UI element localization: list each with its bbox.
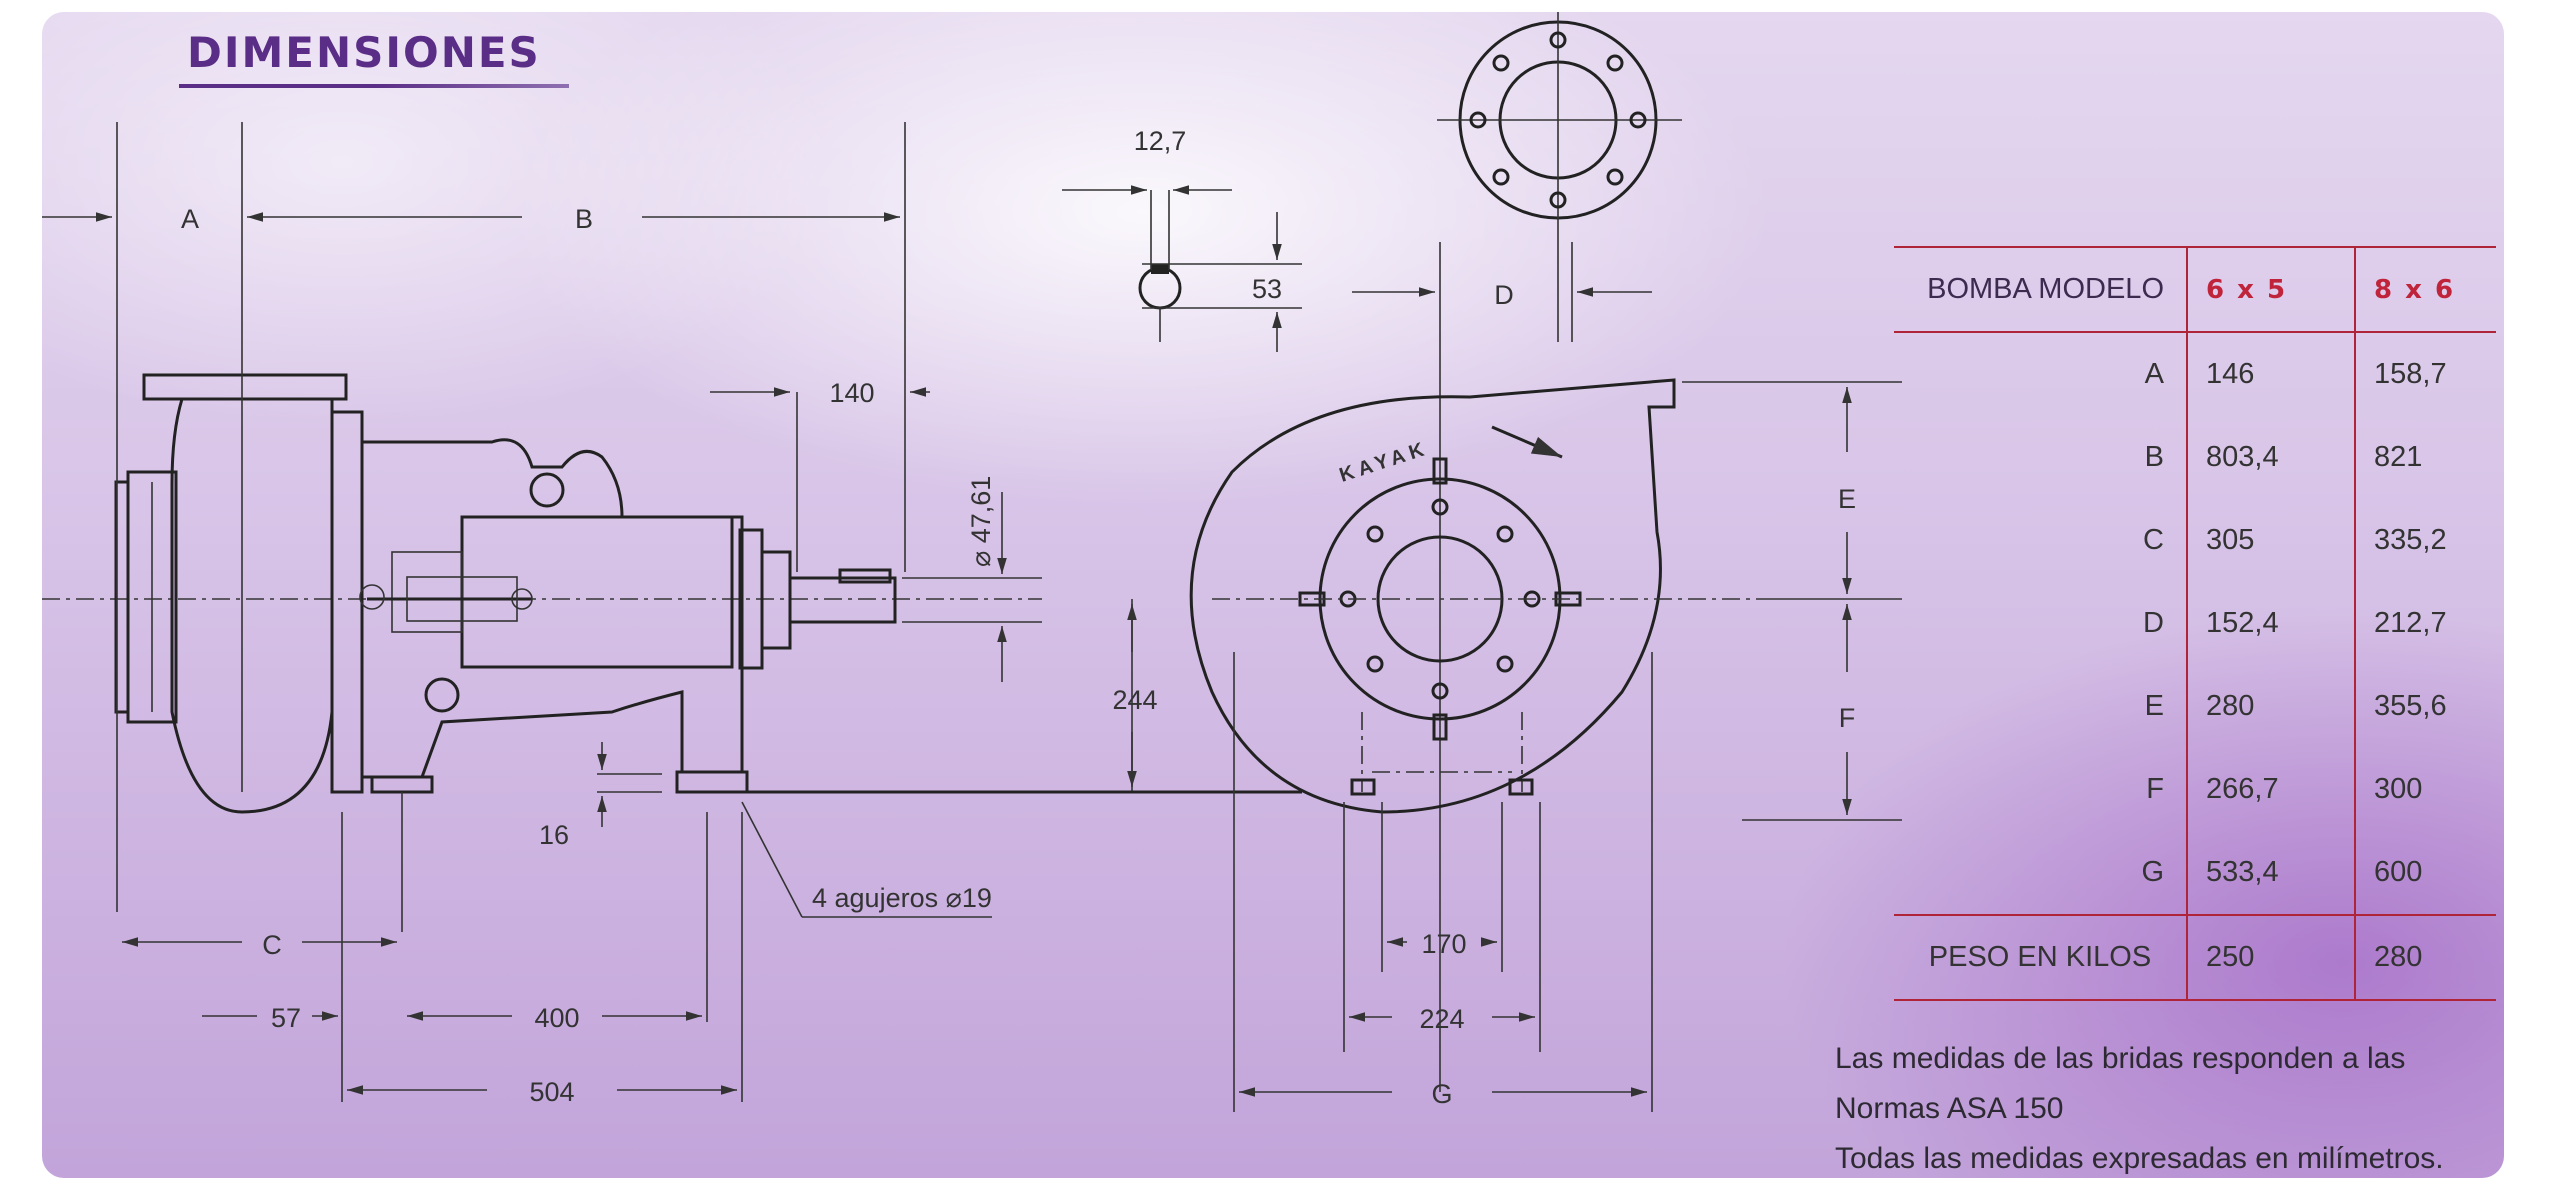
table-row: E 280 355,6 (1894, 665, 2496, 748)
row-label: C (2143, 524, 2164, 556)
dim-label-a: A (181, 204, 199, 234)
note-line: Normas ASA 150 (1835, 1092, 2064, 1125)
dim-label-f: F (1839, 703, 1856, 733)
dim-label-shaft-diameter: ⌀ 47,61 (966, 476, 996, 567)
row-value-model-b: 300 (2354, 748, 2496, 831)
technical-drawing: A B 140 ⌀ 47,61 244 16 4 agujeros ⌀19 (42, 12, 1902, 1112)
dim-label-holes: 4 agujeros ⌀19 (812, 883, 992, 913)
title-underline (179, 84, 569, 88)
header-model-a: 6 x 5 (2186, 246, 2355, 333)
row-value-model-b: 212,7 (2354, 582, 2496, 665)
dim-label-d: D (1494, 280, 1514, 310)
row-label: F (2146, 773, 2164, 805)
table-row: F 266,7 300 (1894, 748, 2496, 831)
shaft-keyway-detail: 12,7 53 (1062, 126, 1302, 352)
dim-label-224: 224 (1419, 1004, 1464, 1034)
header-model-b: 8 x 6 (2354, 246, 2496, 333)
table-row: B 803,4 821 (1894, 416, 2496, 499)
row-value-model-a: 305 (2186, 499, 2355, 582)
page-title: DIMENSIONES (187, 28, 541, 77)
dim-label-b: B (575, 204, 593, 234)
dim-label-53: 53 (1252, 274, 1282, 304)
footer-label: PESO EN KILOS (1894, 914, 2187, 1001)
dim-label-504: 504 (529, 1077, 574, 1107)
footer-value-model-b: 280 (2354, 914, 2496, 1001)
dim-label-g: G (1431, 1079, 1452, 1109)
notes: Las medidas de las bridas responden a la… (1835, 1034, 2444, 1178)
note-line: Las medidas de las bridas responden a la… (1835, 1042, 2406, 1075)
row-label: G (2141, 856, 2164, 888)
header-label: BOMBA MODELO (1894, 246, 2187, 333)
row-value-model-b: 355,6 (2354, 665, 2496, 748)
row-label: D (2143, 607, 2164, 639)
row-value-model-a: 266,7 (2186, 748, 2355, 831)
row-value-model-a: 146 (2186, 332, 2355, 416)
note-line: Todas las medidas expresadas en milímetr… (1835, 1142, 2444, 1175)
row-value-model-a: 533,4 (2186, 831, 2355, 915)
dim-label-57: 57 (271, 1003, 301, 1033)
dim-label-16: 16 (539, 820, 569, 850)
dim-label-12-7: 12,7 (1134, 126, 1187, 156)
dim-label-400: 400 (534, 1003, 579, 1033)
row-label: E (2144, 690, 2164, 722)
table-row: C 305 335,2 (1894, 499, 2496, 582)
table-row: A 146 158,7 (1894, 332, 2496, 416)
row-label: A (2144, 358, 2164, 390)
dimensions-panel: A B 140 ⌀ 47,61 244 16 4 agujeros ⌀19 (42, 12, 2504, 1178)
row-value-model-a: 280 (2186, 665, 2355, 748)
dim-label-e: E (1838, 484, 1856, 514)
row-value-model-b: 158,7 (2354, 332, 2496, 416)
footer-value-model-a: 250 (2186, 914, 2355, 1001)
dim-label-244: 244 (1112, 685, 1157, 715)
brand-mark: KAYAK (1337, 437, 1432, 486)
row-value-model-b: 821 (2354, 416, 2496, 499)
pump-side-view (42, 373, 1042, 814)
table-footer-row: PESO EN KILOS 250 280 (1894, 914, 2496, 1001)
dim-label-140: 140 (829, 378, 874, 408)
table-header-row: BOMBA MODELO 6 x 5 8 x 6 (1894, 246, 2496, 333)
row-value-model-a: 803,4 (2186, 416, 2355, 499)
row-value-model-b: 600 (2354, 831, 2496, 915)
row-value-model-a: 152,4 (2186, 582, 2355, 665)
row-label: B (2144, 441, 2164, 473)
row-value-model-b: 335,2 (2354, 499, 2496, 582)
pump-front-view: D KAYAK (1189, 242, 1902, 1112)
table-row: G 533,4 600 (1894, 831, 2496, 915)
dim-label-c: C (262, 930, 282, 960)
discharge-flange-view (1437, 12, 1682, 342)
side-view-dimensions: A B 140 ⌀ 47,61 244 16 4 agujeros ⌀19 (42, 122, 1302, 1107)
table-row: D 152,4 212,7 (1894, 582, 2496, 665)
spec-table: BOMBA MODELO 6 x 5 8 x 6 A 146 158,7 B 8… (1894, 246, 2496, 1001)
dim-label-170: 170 (1421, 929, 1466, 959)
